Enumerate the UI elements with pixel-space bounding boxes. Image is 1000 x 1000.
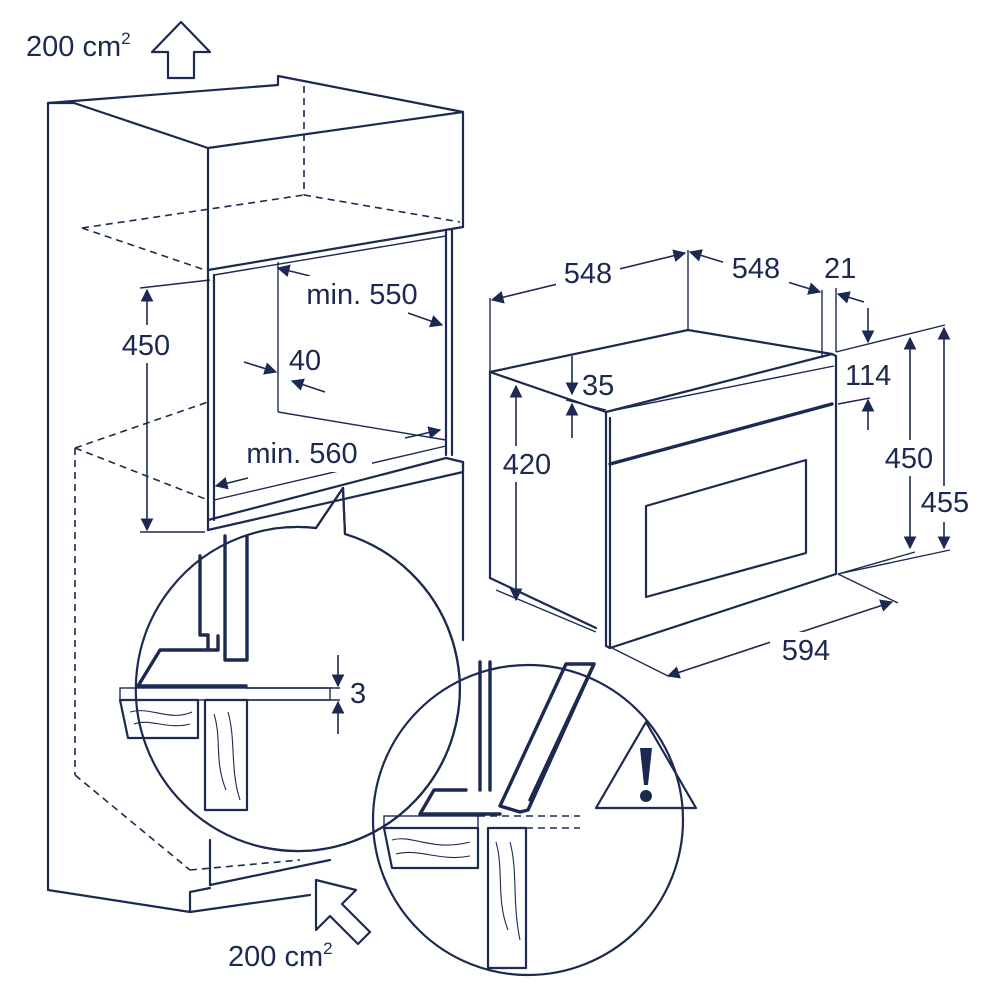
oven-total-height-label: 455 [921,487,969,519]
top-ventilation: 200 cm2 [26,20,212,80]
oven-depth-right-dimension: 548 [688,249,822,295]
arrow-up-icon [150,20,212,80]
cabinet-width-dimension: min. 560 [214,426,442,490]
detail-gap-label: 3 [350,678,366,710]
cabinet-housing [46,74,465,914]
cabinet-height-label: 450 [122,330,170,362]
detail-circle-gap: 3 [118,486,461,853]
bottom-ventilation: 200 cm2 [228,878,372,973]
oven-total-height-dimension: 455 [914,326,984,550]
oven-top-offset-label: 35 [582,370,614,402]
oven-panel-height-label: 114 [845,360,891,392]
oven-depth-left-label: 548 [564,258,612,290]
oven-body-height-label: 420 [503,449,551,481]
detail-circle-warning [371,660,685,977]
cabinet-gap-label: 40 [289,345,321,377]
oven-front-thickness-label: 21 [824,253,856,285]
oven-depth-right-label: 548 [732,253,780,285]
cabinet-depth-label: min. 550 [306,279,417,311]
oven-width-label: 594 [782,635,830,667]
oven-top-offset-dimension: 35 [565,356,614,438]
top-ventilation-label: 200 cm2 [26,29,131,63]
oven-inner-height-dimension: 450 [876,336,942,550]
oven-front-thickness-dimension: 21 [824,253,865,304]
warning-triangle-icon [594,720,698,810]
oven-appliance [488,250,951,677]
bottom-ventilation-label: 200 cm2 [228,939,333,973]
oven-width-dimension: 594 [666,599,894,679]
oven-panel-height-dimension: 114 [845,308,891,430]
oven-inner-height-label: 450 [885,443,933,475]
cabinet-depth-dimension: min. 550 [276,264,444,328]
oven-depth-left-dimension: 548 [490,249,687,304]
cabinet-gap-dimension: 40 [243,345,326,393]
arrow-diagonal-icon [314,878,372,946]
oven-body-height-dimension: 420 [494,384,560,602]
cabinet-height-dimension: 450 [110,279,211,533]
cabinet-width-label: min. 560 [246,438,357,470]
